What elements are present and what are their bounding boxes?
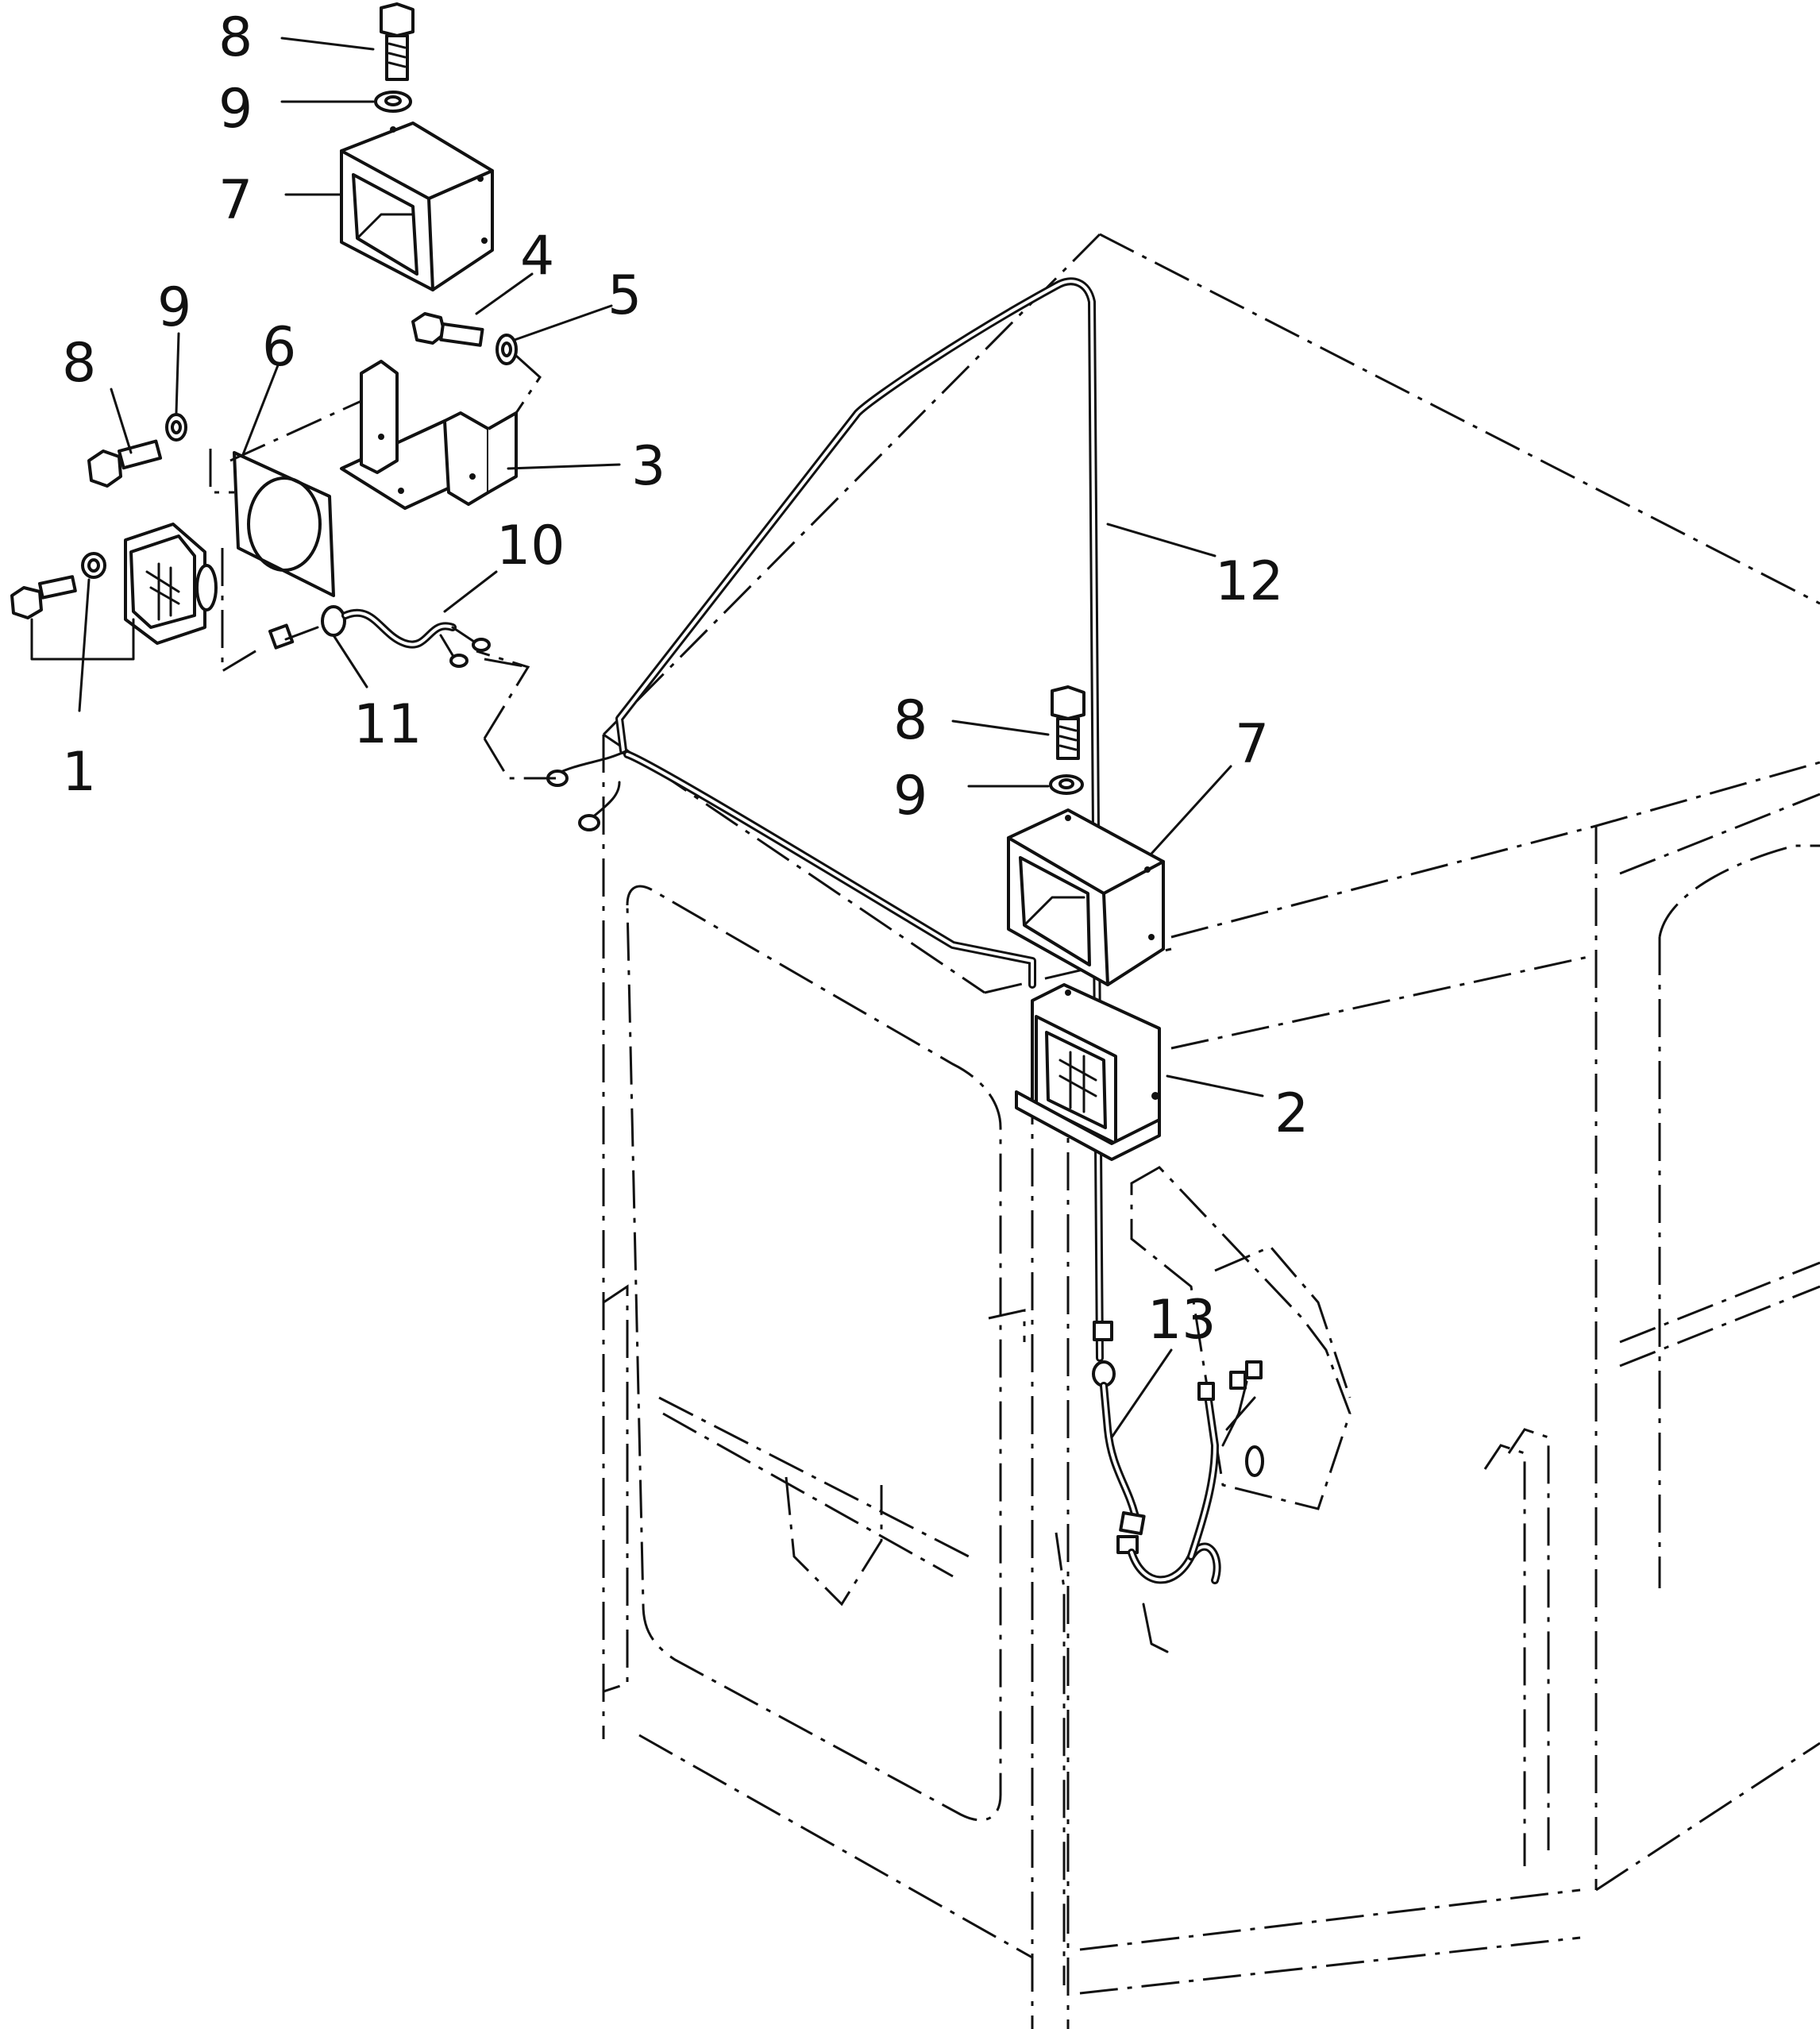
assembly-lines bbox=[209, 354, 542, 673]
callout-1: 1 bbox=[62, 741, 96, 804]
cab-outline bbox=[602, 233, 1820, 2029]
callout-9-left: 9 bbox=[157, 276, 191, 339]
bracket-3 bbox=[340, 360, 518, 510]
harness-13 bbox=[1092, 1321, 1264, 1653]
wiring-harness-12 bbox=[476, 277, 1104, 1362]
callout-12: 12 bbox=[1215, 550, 1284, 613]
washer-5 bbox=[495, 334, 518, 365]
callout-8-center: 8 bbox=[893, 689, 927, 752]
callout-4: 4 bbox=[520, 225, 554, 287]
bolt-8-center bbox=[1051, 685, 1085, 760]
callout-13: 13 bbox=[1147, 1289, 1217, 1352]
callout-10: 10 bbox=[496, 515, 565, 577]
callout-6: 6 bbox=[262, 316, 296, 379]
washer-9-top bbox=[374, 91, 412, 113]
frame-6 bbox=[233, 451, 335, 597]
callout-2: 2 bbox=[1274, 1082, 1309, 1145]
callout-5: 5 bbox=[607, 264, 642, 327]
callout-3: 3 bbox=[631, 435, 665, 498]
bolt-4 bbox=[411, 312, 484, 347]
washer-9-left bbox=[165, 413, 187, 442]
bolt-8-left bbox=[87, 439, 163, 488]
socket-11-harness-10 bbox=[268, 605, 491, 668]
bolt-8-top bbox=[380, 2, 415, 81]
lamp-2-mounted bbox=[1015, 983, 1161, 1161]
callout-11: 11 bbox=[353, 693, 422, 756]
cover-7-top bbox=[340, 122, 494, 291]
callout-labels: 8 9 7 4 5 9 6 8 3 10 11 1 12 8 7 9 2 13 bbox=[62, 6, 1309, 1352]
cover-7-center bbox=[1007, 808, 1165, 986]
washer-9-center bbox=[1049, 774, 1084, 795]
callout-8-left: 8 bbox=[62, 332, 96, 395]
lamp-1 bbox=[124, 523, 218, 645]
leader-lines bbox=[30, 37, 1264, 1439]
callout-9-center: 9 bbox=[893, 765, 927, 827]
bolt-1 bbox=[10, 552, 106, 619]
callout-7-center: 7 bbox=[1235, 713, 1269, 776]
callout-8-top: 8 bbox=[218, 6, 253, 69]
callout-9-top: 9 bbox=[218, 78, 253, 141]
callout-7-top: 7 bbox=[218, 169, 253, 232]
